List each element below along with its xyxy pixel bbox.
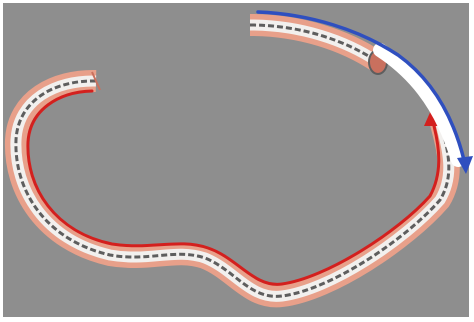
diagram-canvas xyxy=(0,0,474,322)
flow-diagram xyxy=(0,0,474,322)
